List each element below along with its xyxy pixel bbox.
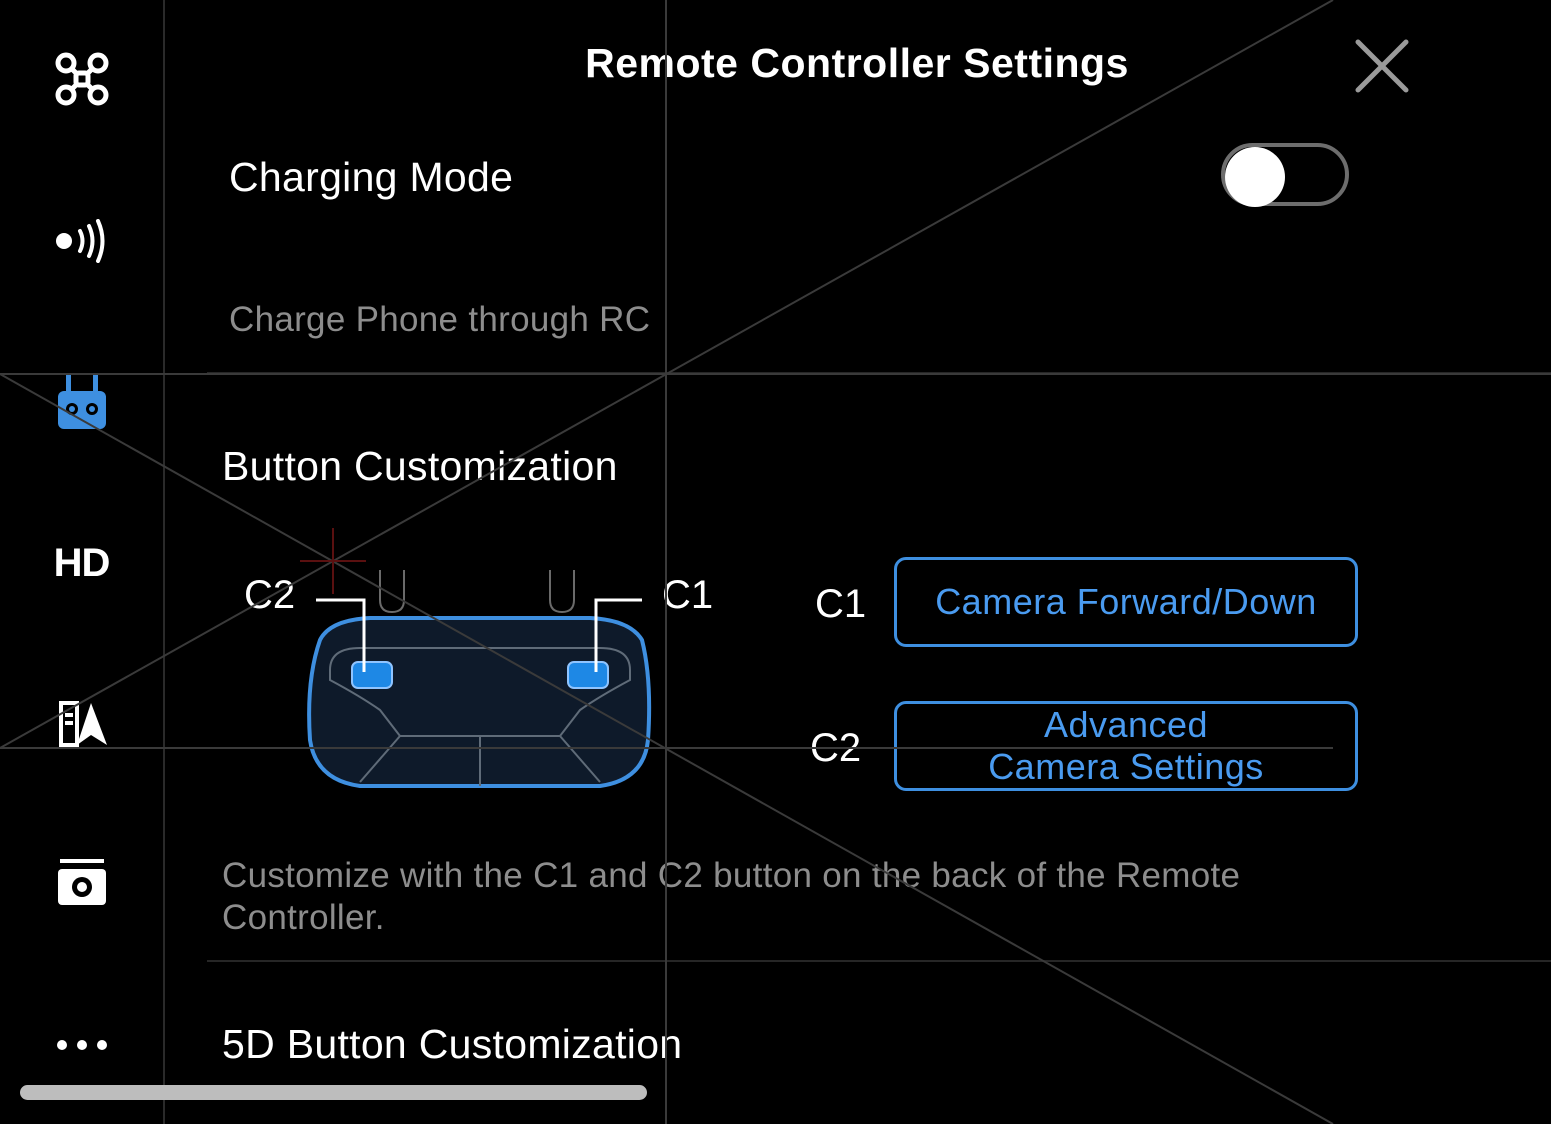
diagram-c1-label: C1: [662, 573, 714, 617]
divider: [207, 960, 1551, 962]
close-button[interactable]: [1352, 36, 1412, 96]
signal-icon[interactable]: [0, 212, 163, 270]
charging-mode-sublabel: Charge Phone through RC: [229, 300, 651, 339]
button-customization-heading: Button Customization: [222, 443, 618, 489]
charging-mode-label: Charging Mode: [229, 154, 514, 200]
sidebar: HD: [0, 0, 165, 1124]
close-icon: [1355, 39, 1409, 93]
page-title: Remote Controller Settings: [585, 40, 1129, 86]
charging-mode-toggle[interactable]: [1221, 143, 1349, 207]
camera-icon[interactable]: [0, 856, 163, 908]
5d-button-customization-row[interactable]: 5D Button Customization: [222, 1021, 683, 1067]
button-customization-description: Customize with the C1 and C2 button on t…: [222, 856, 1241, 937]
battery-icon[interactable]: [0, 698, 163, 750]
c2-assignment-label-line1: Advanced: [1043, 704, 1209, 745]
c2-assignment-label-line2: Camera Settings: [988, 746, 1264, 787]
c1-assignment-button[interactable]: Camera Forward/Down: [894, 557, 1358, 647]
more-icon[interactable]: [0, 1032, 163, 1058]
controller-diagram: [307, 570, 652, 788]
diagram-c2-label: C2: [244, 573, 296, 617]
c2-tag: C2: [810, 726, 862, 770]
c1-tag: C1: [815, 582, 867, 626]
c2-assignment-button[interactable]: Advanced Camera Settings: [894, 701, 1358, 791]
remote-controller-icon[interactable]: [0, 370, 163, 432]
c1-assignment-label: Camera Forward/Down: [935, 581, 1317, 622]
toggle-knob: [1225, 147, 1285, 207]
divider: [207, 372, 1551, 374]
hd-label: HD: [53, 540, 111, 585]
horizontal-scrollbar[interactable]: [20, 1085, 647, 1100]
drone-icon[interactable]: [0, 48, 163, 110]
hd-icon[interactable]: HD: [0, 538, 163, 588]
